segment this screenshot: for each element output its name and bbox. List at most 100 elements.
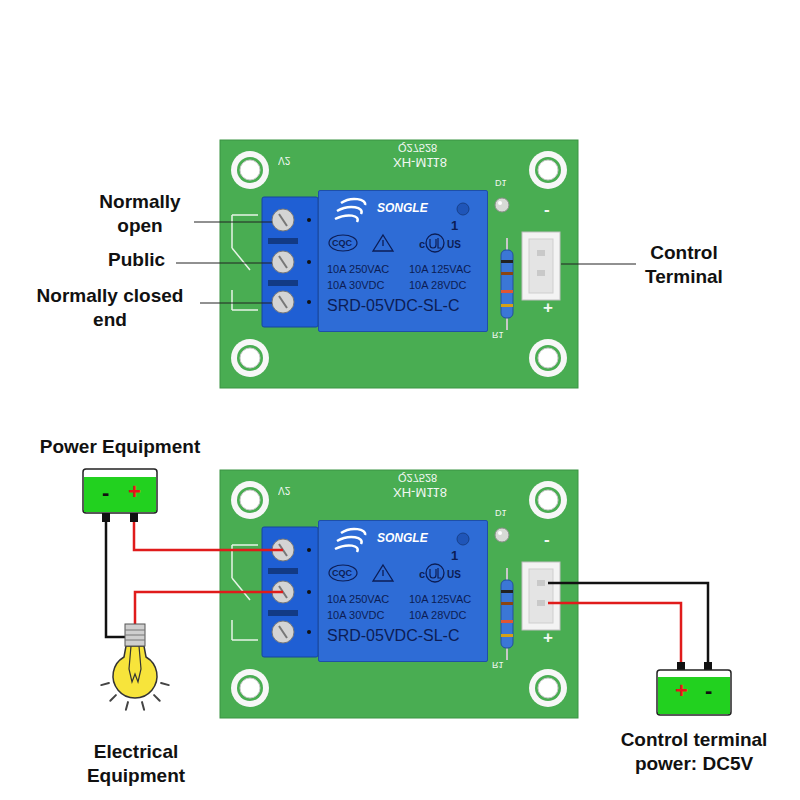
light-bulb-shape xyxy=(154,695,160,701)
light-bulb-shape xyxy=(125,630,145,640)
power-supply-text: - xyxy=(102,480,109,505)
wire xyxy=(578,603,681,662)
power-supply-text: Power Equipment xyxy=(10,436,230,458)
relay-body-text: 10A 125VAC xyxy=(409,593,471,606)
power-supply-shape xyxy=(82,468,158,522)
relay-body-text: CQC xyxy=(332,238,352,248)
relay-board-text: + xyxy=(543,628,553,648)
relay-body-text: 10A 28VDC xyxy=(409,609,466,622)
relay-body-shape xyxy=(457,533,469,545)
wire xyxy=(135,592,220,624)
relay-board-art xyxy=(220,470,578,718)
relay-board-text: - xyxy=(544,200,550,220)
light-bulb-shape xyxy=(129,646,141,682)
relay-body-shape xyxy=(426,234,444,252)
leader-line xyxy=(194,222,272,223)
relay-board-text: R1 xyxy=(492,660,504,670)
terminal-label: Normally open xyxy=(85,190,195,238)
relay-body-text: 10A 250VAC xyxy=(327,263,389,276)
power-supply-shape xyxy=(102,513,110,522)
wire xyxy=(220,549,283,552)
light-bulb-shape xyxy=(101,683,109,685)
relay-body-text: c xyxy=(419,238,425,251)
relay-body-text: c xyxy=(419,568,425,581)
relay-board-text: Q27528 xyxy=(398,141,437,154)
light-bulb-shape xyxy=(161,683,169,685)
power-supply-shape xyxy=(83,469,157,513)
leader-line xyxy=(176,263,272,264)
relay-board-text: V2 xyxy=(278,484,290,496)
wire xyxy=(578,583,708,662)
control-power-supply-shape xyxy=(657,670,731,715)
relay-board-text: + xyxy=(543,298,553,318)
relay-body-shape xyxy=(335,529,365,552)
leader-line xyxy=(200,303,272,304)
relay-board-text: XH-M118 xyxy=(393,154,447,169)
relay-body-text: 10A 250VAC xyxy=(327,593,389,606)
relay-body-text: 1 xyxy=(451,549,458,564)
power-supply-shape xyxy=(84,477,156,512)
relay-body-shape xyxy=(430,238,441,248)
relay-body-shape xyxy=(373,565,393,581)
relay-body-text: SRD-05VDC-SL-C xyxy=(327,627,459,645)
relay-body-shape xyxy=(329,235,357,251)
relay-board-text: D1 xyxy=(495,508,507,518)
light-bulb: Electrical Equipment xyxy=(112,624,160,716)
relay-body-shape xyxy=(329,565,357,581)
relay-board-text: - xyxy=(544,530,550,550)
relay-board: Q27528V2XH-M118D1-+R1SONGLE1CQCcUS10A 25… xyxy=(220,140,578,388)
power-supply-text: + xyxy=(128,479,141,504)
relay-body: SONGLE1CQCcUS10A 250VAC10A 125VAC10A 30V… xyxy=(318,190,488,332)
relay-body-text: 10A 125VAC xyxy=(409,263,471,276)
relay-board-text: R1 xyxy=(492,330,504,340)
wire xyxy=(134,522,220,550)
relay-body-text: SONGLE xyxy=(377,202,428,216)
control-power-supply-shape xyxy=(656,662,732,716)
control-power-supply-text: + xyxy=(675,678,688,703)
relay-body-shape xyxy=(335,199,365,222)
control-power-supply-text: - xyxy=(705,678,712,703)
light-bulb-shape xyxy=(125,624,145,646)
relay-body-shape xyxy=(430,568,441,578)
relay-body-shape xyxy=(373,235,393,251)
relay-body-shape xyxy=(382,570,383,576)
relay-body-shape xyxy=(382,240,383,246)
light-bulb-shape xyxy=(126,702,128,710)
light-bulb-shape xyxy=(113,646,157,698)
wire xyxy=(548,602,578,605)
control-power-supply-shape xyxy=(658,677,730,714)
light-bulb-shape xyxy=(142,702,144,710)
relay-board: Q27528V2 XH-M118D1 - + R1 SONGLE 1CQC c US 10A 25… xyxy=(220,470,578,718)
relay-body-shape xyxy=(426,564,444,582)
relay-body-text: US xyxy=(447,239,461,251)
light-bulb-shape xyxy=(110,695,116,701)
light-bulb-shape xyxy=(112,636,125,639)
power-supply-shape xyxy=(130,513,138,522)
relay-body-text: SONGLE xyxy=(377,532,428,546)
relay-body-shape xyxy=(457,203,469,215)
terminal-label: Public xyxy=(108,248,165,272)
relay-body-text: 10A 28VDC xyxy=(409,279,466,292)
power-supply: Power Equipment-+ xyxy=(82,468,158,522)
relay-body-text: US xyxy=(447,569,461,581)
relay-body-text: 10A 30VDC xyxy=(327,609,384,622)
light-bulb-shape xyxy=(112,624,160,716)
relay-body-text: SRD-05VDC-SL-C xyxy=(327,297,459,315)
relay-board-text: XH-M118 xyxy=(393,484,447,499)
wire xyxy=(106,522,112,637)
relay-body: SONGLE 1CQC c US 10A 250VAC 10A 125VAC 10A 30V… xyxy=(318,520,488,662)
control-power-supply-shape xyxy=(677,662,685,670)
relay-board-art xyxy=(220,140,578,388)
wire xyxy=(548,582,578,585)
light-bulb-shape xyxy=(101,683,169,710)
terminal-label: Control Terminal xyxy=(634,241,734,289)
relay-body-text: 1 xyxy=(451,219,458,234)
relay-board-text: D1 xyxy=(495,178,507,188)
control-power-supply-text: Control terminal power: DC5V xyxy=(594,728,794,776)
light-bulb-text: Electrical Equipment xyxy=(66,740,206,788)
relay-board-text: Q27528 xyxy=(398,471,437,484)
leader-line xyxy=(561,264,636,265)
relay-body-text: CQC xyxy=(332,568,352,578)
control-power-supply: +-Control terminal power: DC5V xyxy=(656,662,732,716)
